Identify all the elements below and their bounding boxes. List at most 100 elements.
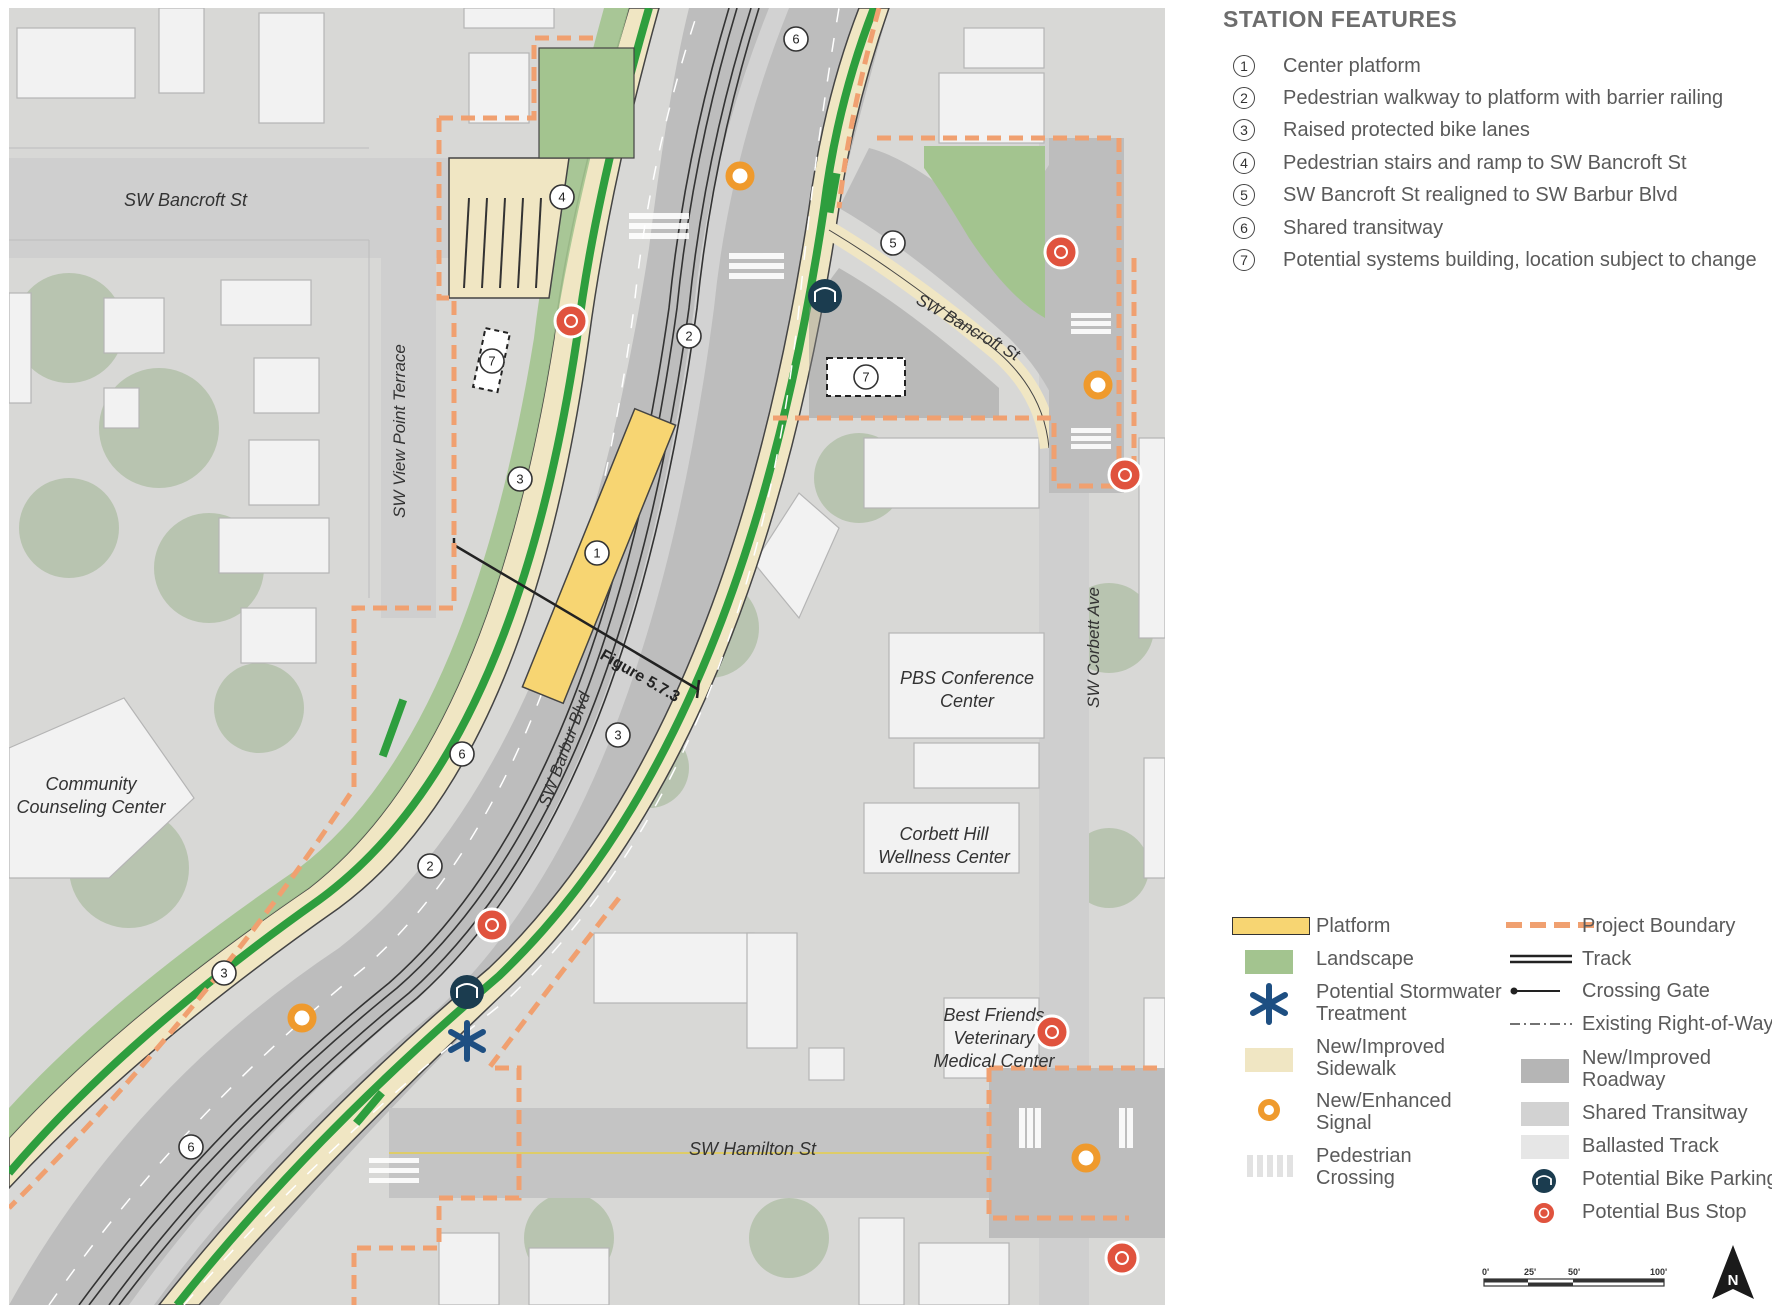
feature-number: 4 (1233, 152, 1255, 174)
legend-crosswalk-icon (1247, 1155, 1293, 1177)
legend-gate-line (1510, 987, 1560, 995)
north-label: N (1728, 1272, 1739, 1289)
legend-swatch-transitway (1521, 1102, 1569, 1126)
marker-6: 6 (783, 26, 809, 52)
marker-7: 7 (479, 348, 505, 374)
bus-stop-icon (1043, 234, 1079, 270)
legend-label-transitway: Shared Transitway (1582, 1102, 1748, 1124)
marker-2: 2 (417, 853, 443, 879)
north-arrow-icon: N (1712, 1245, 1754, 1299)
place-label-pbs-2: Center (940, 691, 995, 711)
scale-label-50: 50' (1568, 1267, 1580, 1277)
feature-item: 7 Potential systems building, location su… (1233, 246, 1757, 274)
feature-label: SW Bancroft St realigned to SW Barbur Bl… (1283, 183, 1678, 206)
marker-4: 4 (549, 184, 575, 210)
svg-text:7: 7 (862, 370, 869, 385)
legend-label-row: Existing Right-of-Way (1582, 1013, 1772, 1035)
bike-parking-icon (808, 279, 842, 313)
legend-label-track: Track (1582, 948, 1632, 970)
place-label-community-1: Community (45, 774, 137, 794)
signal-icon (1083, 370, 1113, 400)
feature-number: 6 (1233, 217, 1255, 239)
feature-label: Potential systems building, location sub… (1283, 248, 1757, 271)
place-label-community-2: Counseling Center (16, 797, 166, 817)
place-label-corbett-1: Corbett Hill (899, 824, 989, 844)
legend-swatch-landscape (1245, 950, 1293, 974)
project-area (9, 8, 1165, 1305)
feature-label: Shared transitway (1283, 216, 1444, 239)
bike-parking-icons (450, 279, 842, 1009)
signal-icons (287, 161, 1113, 1173)
legend-bus-stop-icon (1532, 1201, 1556, 1225)
place-label-vet-1: Best Friends (943, 1005, 1044, 1025)
marker-3: 3 (605, 722, 631, 748)
legend-label-signal: New/Enhanced (1316, 1090, 1452, 1112)
legend-label-roadway-2: Roadway (1582, 1069, 1666, 1091)
stormwater-icon (448, 1020, 486, 1062)
scale-label-25: 25' (1524, 1267, 1536, 1277)
place-label-pbs-1: PBS Conference (900, 668, 1034, 688)
feature-item: 6 Shared transitway (1233, 214, 1443, 242)
legend-swatch-platform (1232, 917, 1310, 935)
scale-label-100: 100' (1650, 1267, 1667, 1277)
legend-label-boundary: Project Boundary (1582, 915, 1736, 937)
legend-label-sidewalk: New/Improved (1316, 1036, 1445, 1058)
feature-item: 4 Pedestrian stairs and ramp to SW Bancro… (1233, 149, 1687, 177)
bus-stop-icon (553, 303, 589, 339)
street-label-hamilton: SW Hamilton St (689, 1139, 817, 1159)
legend-label-platform: Platform (1316, 915, 1391, 937)
legend-label-sidewalk-2: Sidewalk (1316, 1058, 1397, 1080)
feature-label: Pedestrian walkway to platform with barr… (1283, 86, 1724, 109)
feature-markers: 1 2 2 3 3 3 4 5 6 6 6 7 7 (178, 26, 906, 1160)
station-map: SW Bancroft St SW Bancroft St SW View Po… (9, 8, 1165, 1305)
marker-6: 6 (178, 1134, 204, 1160)
feature-label: Center platform (1283, 54, 1421, 77)
legend-label-bus: Potential Bus Stop (1582, 1201, 1747, 1223)
bus-stop-icon (1104, 1240, 1140, 1276)
legend-signal-icon (1258, 1099, 1280, 1121)
bus-stop-icon (1034, 1014, 1070, 1050)
legend-label-stormwater: Potential Stormwater (1316, 981, 1502, 1003)
legend-label-stormwater-2: Treatment (1316, 1003, 1407, 1025)
marker-7: 7 (853, 364, 879, 390)
legend-swatch-sidewalk (1245, 1048, 1293, 1072)
legend-label-bike: Potential Bike Parking (1582, 1168, 1772, 1190)
svg-text:3: 3 (220, 966, 227, 981)
signal-icon (287, 1003, 317, 1033)
svg-text:6: 6 (458, 747, 465, 762)
marker-1: 1 (584, 540, 610, 566)
svg-text:3: 3 (614, 728, 621, 743)
marker-2: 2 (676, 323, 702, 349)
marker-3: 3 (507, 466, 533, 492)
legend-boundary-line (1506, 922, 1602, 928)
map-canvas: SW Bancroft St SW Bancroft St SW View Po… (9, 8, 1165, 1305)
signal-icon (725, 161, 755, 191)
buildings (9, 8, 1165, 1305)
legend-label-crossing-2: Crossing (1316, 1167, 1395, 1189)
marker-6: 6 (449, 741, 475, 767)
bike-parking-icon (450, 975, 484, 1009)
place-label-vet-2: Veterinary (953, 1028, 1035, 1048)
svg-text:6: 6 (792, 32, 799, 47)
svg-text:5: 5 (889, 236, 896, 251)
feature-item: 2 Pedestrian walkway to platform with bar… (1233, 84, 1723, 112)
bus-stop-icons (474, 234, 1143, 1276)
legend-bike-parking-icon (1532, 1169, 1556, 1193)
legend-label-crossing: Pedestrian (1316, 1145, 1412, 1167)
feature-number: 2 (1233, 87, 1255, 109)
legend-swatch-roadway (1521, 1059, 1569, 1083)
feature-label: Pedestrian stairs and ramp to SW Bancrof… (1283, 151, 1687, 174)
feature-number: 7 (1233, 249, 1255, 271)
place-label-corbett-2: Wellness Center (878, 847, 1011, 867)
svg-text:1: 1 (593, 546, 600, 561)
feature-label: Raised protected bike lanes (1283, 118, 1530, 141)
scale-label-0: 0' (1482, 1267, 1489, 1277)
legend-label-roadway: New/Improved (1582, 1047, 1711, 1069)
svg-text:2: 2 (685, 329, 692, 344)
street-label-bancroft-west: SW Bancroft St (124, 190, 248, 210)
features-title: STATION FEATURES (1223, 6, 1458, 32)
marker-3: 3 (211, 960, 237, 986)
